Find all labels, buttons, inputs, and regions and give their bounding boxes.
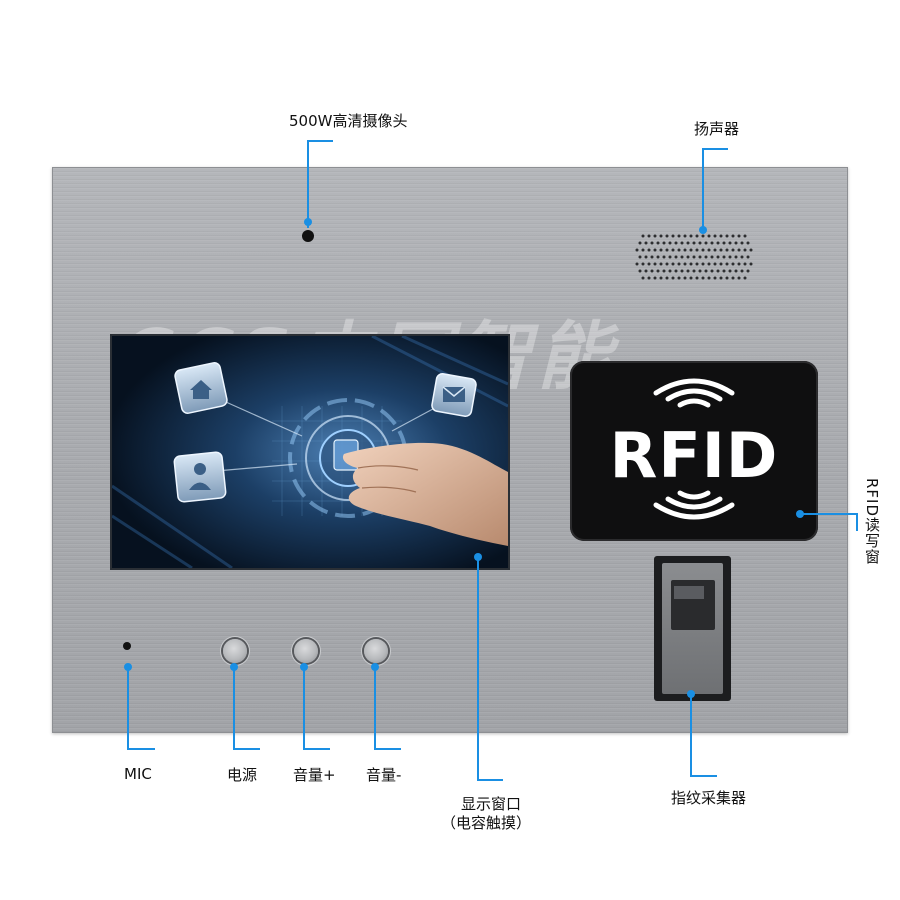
display-label-line1: 显示窗口 [461, 795, 522, 813]
volume-down-button[interactable] [364, 639, 388, 663]
rfid-text: RFID [609, 419, 779, 492]
speaker-label: 扬声器 [694, 120, 740, 138]
power-button[interactable] [223, 639, 247, 663]
volume-up-button[interactable] [294, 639, 318, 663]
camera-label: 500W高清摄像头 [289, 112, 408, 130]
power-label: 电源 [227, 766, 258, 784]
user-icon [173, 451, 227, 503]
fingerprint-label: 指纹采集器 [671, 789, 747, 807]
display-window[interactable] [110, 334, 510, 570]
camera-lens [302, 230, 314, 242]
mic-hole [123, 642, 131, 650]
speaker-grille [635, 234, 753, 280]
volume-down-label: 音量- [366, 766, 402, 784]
hand-image [342, 442, 508, 546]
screen-image [112, 336, 508, 568]
rfid-wave-icon [653, 378, 735, 520]
display-label-line2: （电容触摸） [441, 814, 532, 832]
fingerprint-window-highlight [674, 586, 704, 599]
rfid-window[interactable]: RFID [570, 361, 818, 541]
envelope-icon [431, 373, 477, 417]
mic-label: MIC [124, 765, 152, 783]
home-icon [174, 362, 228, 414]
rfid-window-label: RFID读写窗 [863, 478, 881, 566]
volume-up-label: 音量+ [293, 766, 336, 784]
